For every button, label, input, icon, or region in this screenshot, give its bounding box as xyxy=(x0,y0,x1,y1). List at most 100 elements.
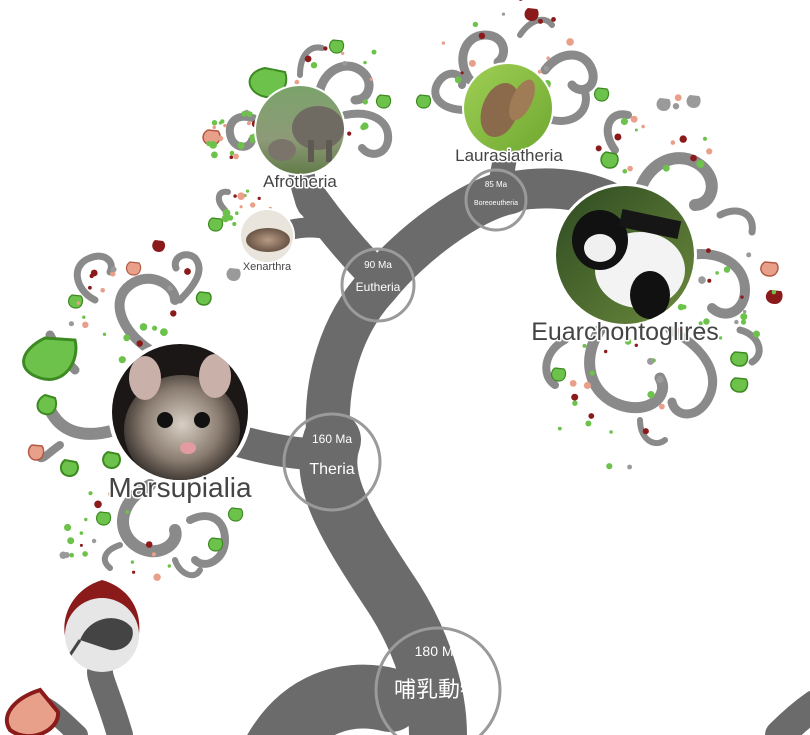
opossum-photo[interactable] xyxy=(108,340,252,485)
lemur-photo[interactable] xyxy=(553,183,697,327)
leaf-dot xyxy=(461,71,464,74)
leaf-dot xyxy=(146,541,153,548)
leaf-dot xyxy=(246,190,249,193)
leaf-icon[interactable] xyxy=(601,152,618,168)
leaf-dot xyxy=(152,326,157,331)
leaf-dot xyxy=(363,99,368,104)
leaf-dot xyxy=(675,94,682,101)
leaf-dot xyxy=(67,537,74,544)
sandgrouse-photo[interactable] xyxy=(462,62,554,154)
leaf-dot xyxy=(131,560,134,563)
node-eutheria-name: Eutheria xyxy=(356,280,401,294)
leaf-dot xyxy=(606,463,612,469)
leaf-icon[interactable] xyxy=(552,368,566,381)
leaf-dot xyxy=(656,376,663,383)
leaf-dot xyxy=(119,356,126,363)
leaf-dot xyxy=(479,33,485,39)
leaf-icon[interactable] xyxy=(152,240,165,252)
leaf-icon[interactable] xyxy=(38,395,57,414)
leaf-icon[interactable] xyxy=(687,95,701,108)
leaf-icon[interactable] xyxy=(525,8,539,21)
leaf-dot xyxy=(734,320,738,324)
leaf-icon[interactable] xyxy=(197,292,212,305)
leaf-icon[interactable] xyxy=(731,378,748,392)
leaf-dot xyxy=(538,70,542,74)
leaf-dot xyxy=(372,50,377,55)
leaf-icon[interactable] xyxy=(761,262,778,276)
leaf-dot xyxy=(137,340,143,346)
clade-label-laurasiatheria[interactable]: Laurasiatheria xyxy=(455,146,563,165)
leaf-dot xyxy=(92,539,96,543)
leaf-dot xyxy=(572,401,577,406)
leaf-dot xyxy=(258,197,261,200)
leaf-icon[interactable] xyxy=(595,88,609,101)
leaf-dot xyxy=(724,266,730,272)
leaf-dot xyxy=(647,358,654,365)
leaf-dot xyxy=(230,155,234,159)
leaf-dot xyxy=(623,169,628,174)
leaf-dot xyxy=(455,76,462,83)
leaf-icon[interactable] xyxy=(657,98,671,111)
leaf-dot xyxy=(743,310,746,313)
leaf-icon[interactable] xyxy=(209,538,223,551)
leaf-icon[interactable] xyxy=(61,460,78,476)
leaf-dot xyxy=(341,52,344,55)
clade-label-xenarthra[interactable]: Xenarthra xyxy=(243,261,292,273)
leaf-dot xyxy=(100,288,105,293)
leaf-dot xyxy=(741,320,746,325)
leaf-icon[interactable] xyxy=(209,218,223,231)
leaf-dot xyxy=(363,61,366,64)
leaf-dot xyxy=(153,574,160,581)
node-root-name: 哺乳動物 xyxy=(394,677,482,702)
leaf-dot xyxy=(621,118,628,125)
leaf-icon[interactable] xyxy=(731,352,748,366)
leaf-dot xyxy=(740,313,747,320)
node-boreoeutheria-age: 85 Ma xyxy=(485,180,508,189)
leaf-icon[interactable] xyxy=(24,338,76,379)
leaf-dot xyxy=(678,304,684,310)
leaf-dot xyxy=(220,119,224,123)
leaf-dot xyxy=(703,137,707,141)
leaf-dot xyxy=(247,111,253,117)
leaf-dot xyxy=(546,56,550,60)
leaf-icon[interactable] xyxy=(229,508,243,521)
leaf-dot xyxy=(659,404,665,410)
leaf-dot xyxy=(570,380,577,387)
echidna-drawing[interactable] xyxy=(64,580,139,672)
leaf-dot xyxy=(627,465,632,470)
leaf-dot xyxy=(241,111,247,117)
elephant-photo[interactable] xyxy=(254,84,346,176)
clade-label-euarchontoglires[interactable]: Euarchontoglires xyxy=(531,318,719,346)
leaf-dot xyxy=(91,270,98,277)
leaf-icon[interactable] xyxy=(417,95,431,108)
leaf-dot xyxy=(502,13,505,16)
leaf-dot xyxy=(305,56,312,63)
leaf-dot xyxy=(706,148,712,154)
leaf-dot xyxy=(88,286,92,290)
leaf-icon[interactable] xyxy=(29,445,44,460)
leaf-dot xyxy=(82,322,88,328)
leaf-icon[interactable] xyxy=(127,262,141,275)
leaf-icon[interactable] xyxy=(69,295,83,308)
armadillo-photo[interactable] xyxy=(239,208,295,264)
leaf-dot xyxy=(631,116,638,123)
leaf-icon[interactable] xyxy=(330,40,344,53)
leaf-dot xyxy=(60,552,67,559)
clade-label-afrotheria[interactable]: Afrotheria xyxy=(263,172,337,191)
leaf-dot xyxy=(64,524,71,531)
leaf-dot xyxy=(82,551,88,557)
leaf-dot xyxy=(311,62,317,68)
leaf-dot xyxy=(168,564,171,567)
leaf-dot xyxy=(538,19,543,24)
leaf-icon[interactable] xyxy=(227,268,241,281)
leaf-dot xyxy=(209,141,217,149)
leaf-icon[interactable] xyxy=(377,95,391,108)
leaf-icon[interactable] xyxy=(97,512,111,525)
leaf-dot xyxy=(111,267,117,273)
clade-label-marsupialia[interactable]: Marsupialia xyxy=(108,472,252,503)
leaf-dot xyxy=(715,271,719,275)
leaf-dot xyxy=(519,0,523,1)
leaf-dot xyxy=(347,132,351,136)
leaf-dot xyxy=(170,310,176,316)
leaf-icon[interactable] xyxy=(103,452,120,468)
